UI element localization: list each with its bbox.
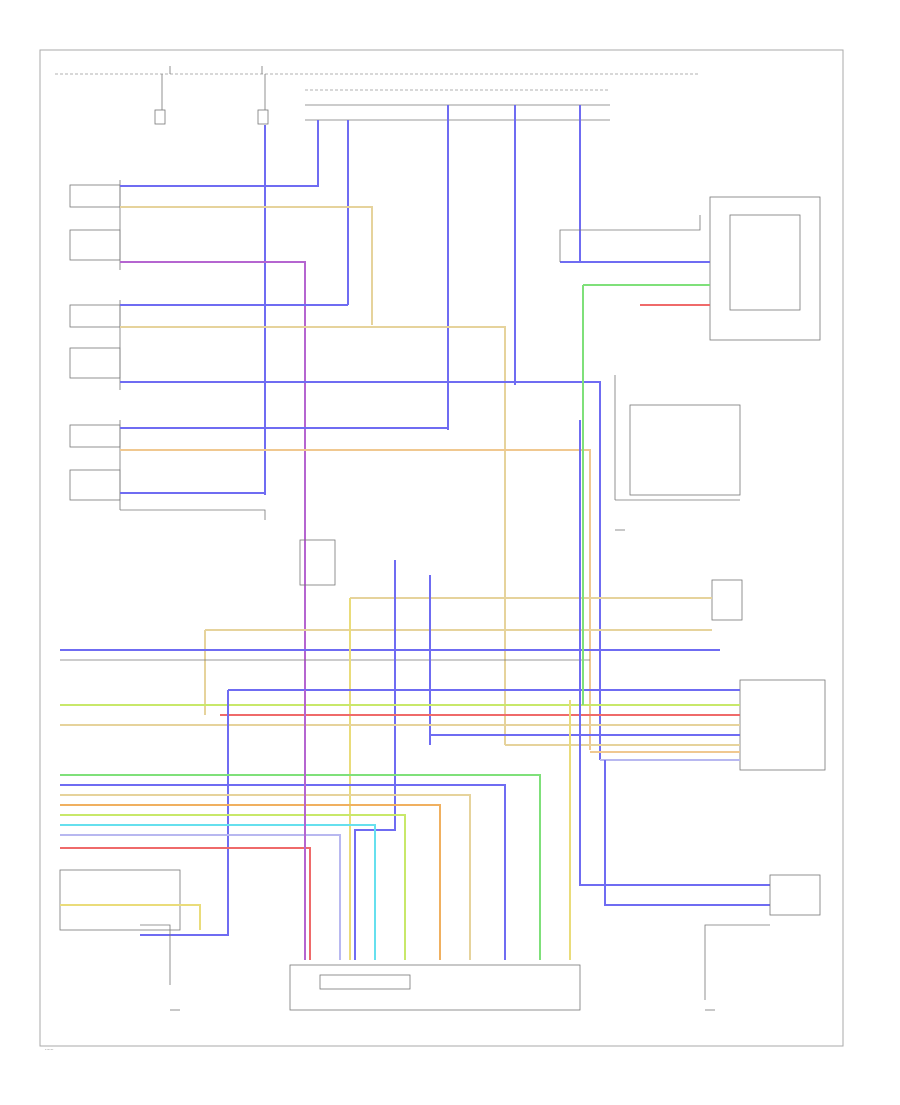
control-module-harness <box>60 285 826 936</box>
fuse-block-top <box>154 66 269 125</box>
dual-pressure-switch <box>204 579 743 715</box>
left-switch-stack <box>69 180 121 510</box>
relay-upper-right <box>559 196 821 341</box>
pressure-switch <box>614 375 741 501</box>
left-switch-wires <box>120 170 601 760</box>
bus-drops <box>264 105 581 495</box>
bottom-harness <box>60 690 571 960</box>
ground-symbols <box>170 529 715 1011</box>
bottom-left-switch <box>59 869 201 985</box>
bottom-right-switch <box>579 420 821 1000</box>
sheet-border <box>39 49 844 1047</box>
footer-code: ······ <box>45 1048 54 1053</box>
center-wires <box>60 539 720 960</box>
ac-control-unit <box>289 964 581 1011</box>
